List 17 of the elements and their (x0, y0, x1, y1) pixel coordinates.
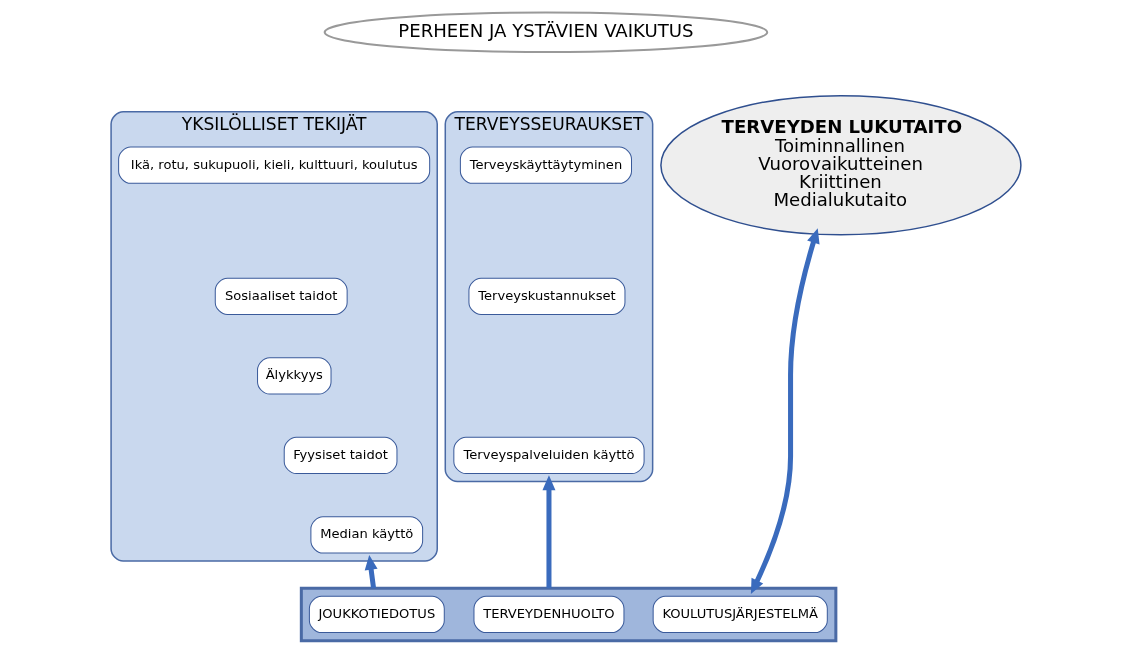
node-box: Terveyskäyttäytyminen (459, 146, 632, 184)
node-box: Sosiaaliset taidot (214, 277, 348, 315)
node-ellipse: PERHEEN JA YSTÄVIEN VAIKUTUS (323, 11, 769, 53)
arrow (364, 554, 378, 589)
node-box: Terveyskustannukset (468, 277, 626, 315)
cluster (299, 586, 838, 643)
node-box: Älykkyys (257, 357, 332, 395)
node-box: TERVEYDENHUOLTO (473, 595, 625, 634)
arrow (542, 475, 556, 589)
node-box: KOULUTUSJÄRJESTELMÄ (652, 595, 828, 634)
node-ellipse: TERVEYDEN LUKUTAITO Toiminnallinen Vuorovaikutteinen Kriittinen Medialukutaito (660, 94, 1022, 236)
node-box: Ikä, rotu, sukupuoli, kieli, kulttuuri, koulutus (118, 146, 431, 184)
node-box: JOUKKOTIEDOTUS (308, 595, 445, 634)
arrow (750, 228, 820, 594)
node-box: Fyysiset taidot (283, 436, 398, 475)
node-box: Terveyspalveluiden käyttö (453, 436, 645, 475)
node-box: Median käyttö (310, 516, 424, 554)
